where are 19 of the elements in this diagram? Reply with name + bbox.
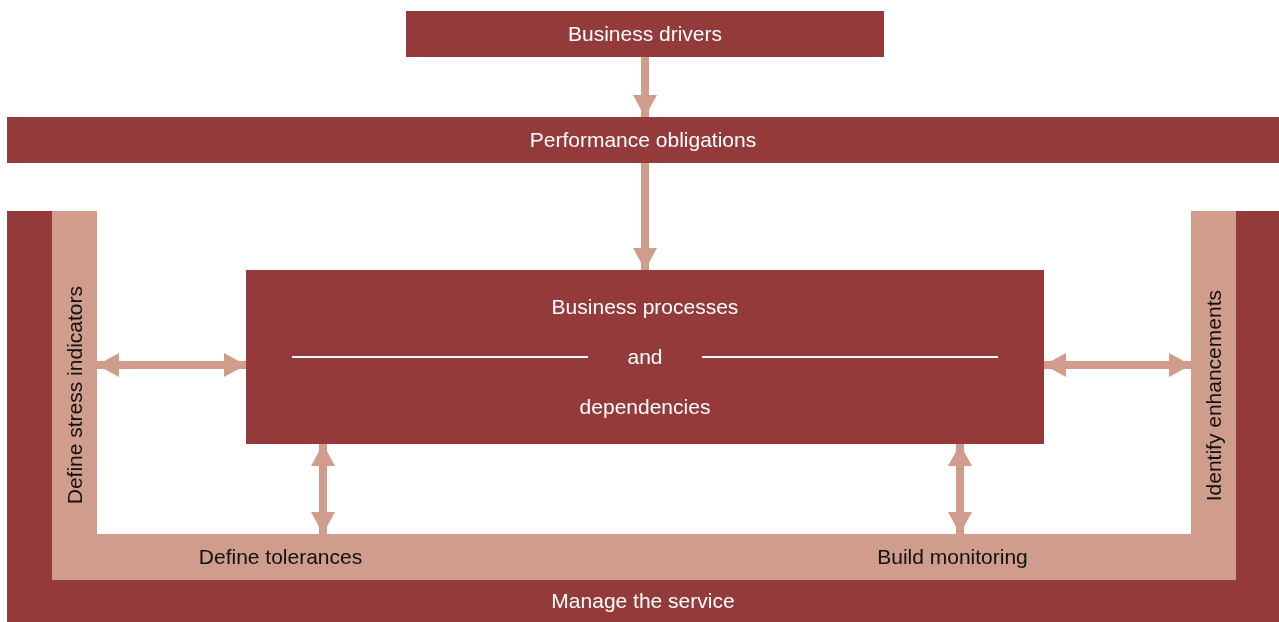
band-segment [52,211,97,580]
arrow [311,444,335,534]
band-label: Identify enhancements [1201,289,1226,502]
process-box [246,270,1044,444]
title-bar: Business drivers [406,11,884,57]
box-label: dependencies [579,395,711,419]
arrow [633,57,657,117]
arrow [633,163,657,270]
arrow [948,444,972,534]
title-bar: Performance obligations [7,117,1279,163]
arrow [1044,353,1191,377]
band-label: Define tolerances [198,545,363,569]
box-label: Business processes [551,295,739,319]
arrow [97,353,246,377]
band-label: Manage the service [551,589,735,613]
box-label: and [627,345,663,369]
band-label: Define stress indicators [62,286,87,505]
band-segment [1191,211,1236,580]
band-label: Build monitoring [877,545,1028,569]
